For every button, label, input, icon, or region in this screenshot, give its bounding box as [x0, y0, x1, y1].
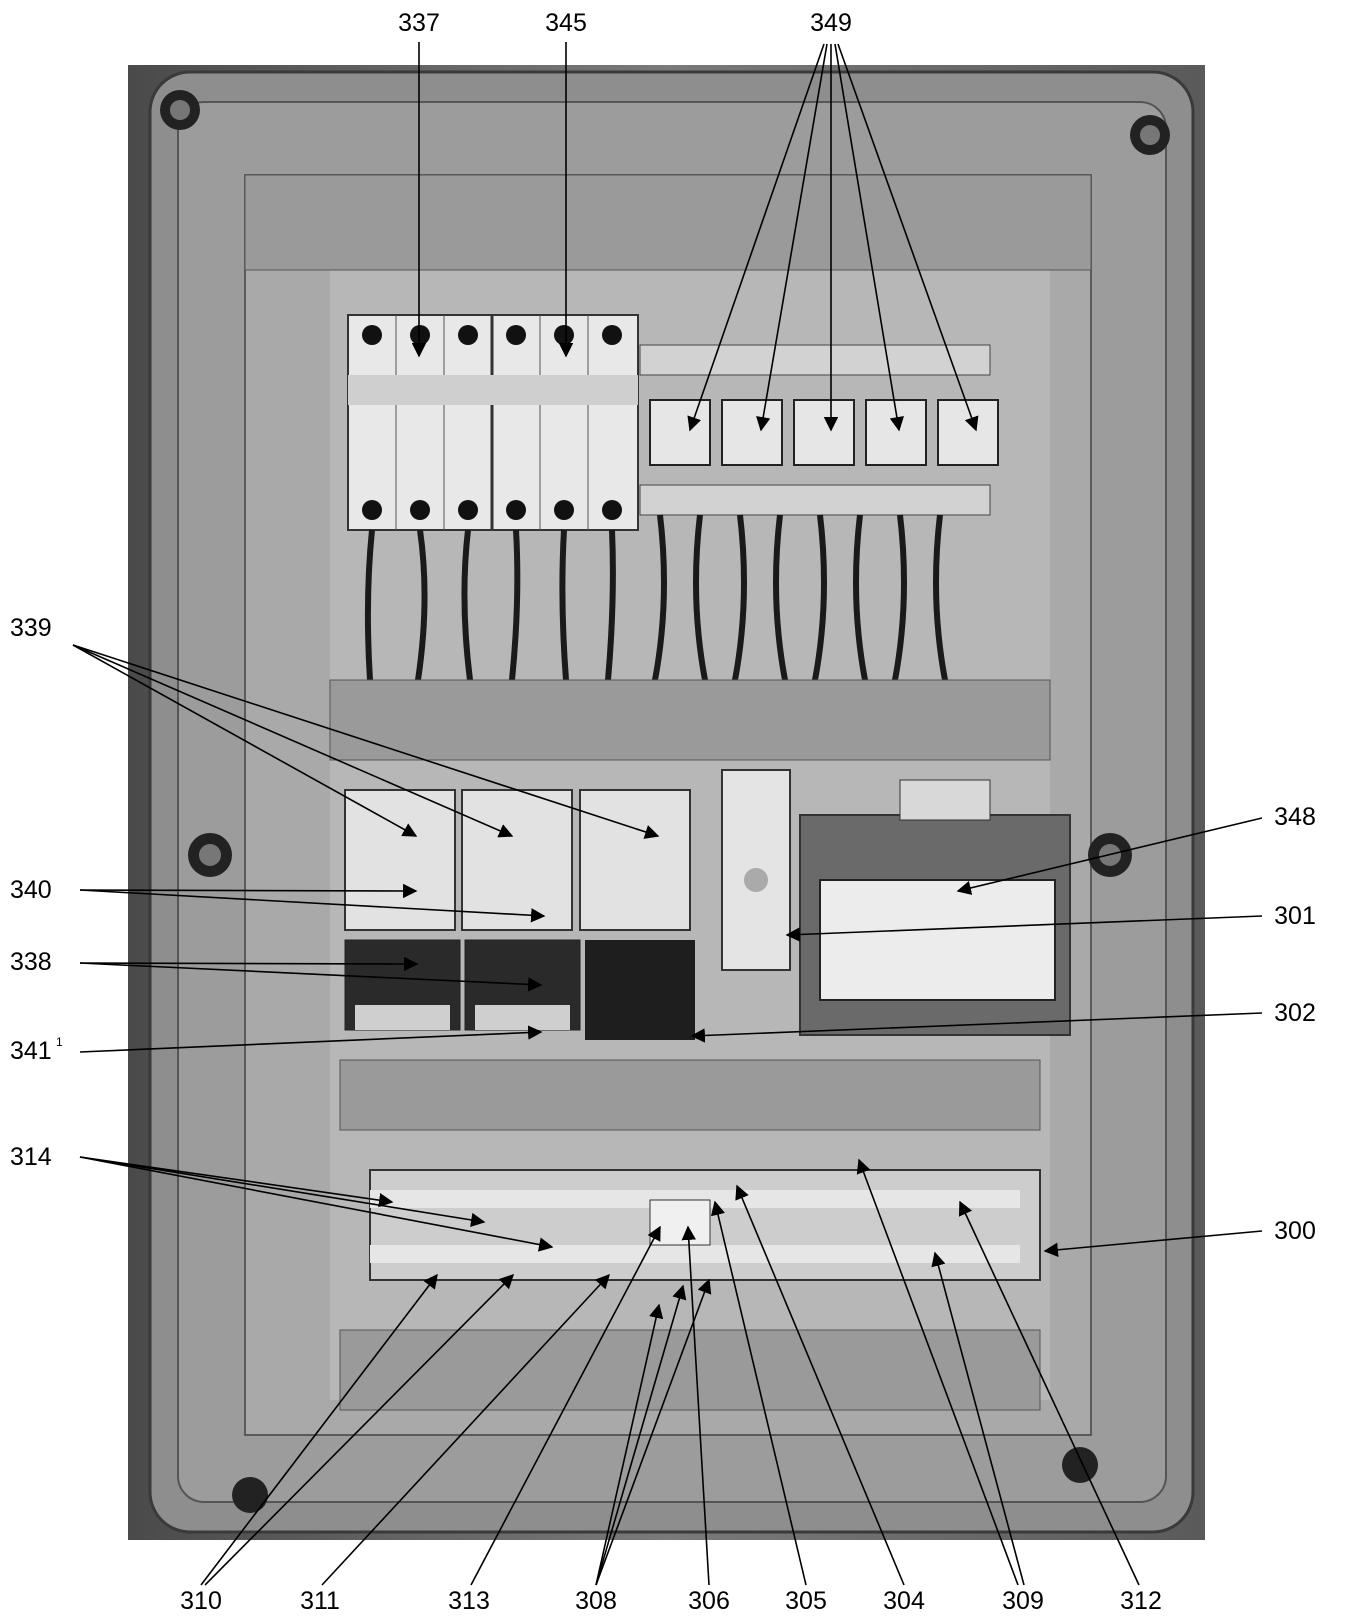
label-300: 300 [1274, 1217, 1316, 1245]
leader-340 [79, 889, 546, 923]
transformer [799, 779, 1071, 1036]
label-301: 301 [1274, 902, 1316, 930]
label-341: 341 [10, 1037, 52, 1065]
label-339: 339 [10, 614, 52, 642]
label-309: 309 [1002, 1587, 1044, 1615]
leader-339 [72, 644, 660, 839]
leader-lines [72, 42, 1263, 1586]
leader-308 [595, 1284, 687, 1586]
label-312: 312 [1120, 1587, 1162, 1615]
leader-300 [1043, 1230, 1263, 1257]
cabinet-photo [128, 65, 1205, 1540]
label-304: 304 [883, 1587, 925, 1615]
leader-349 [837, 43, 979, 432]
corner-screw [232, 1477, 268, 1513]
leader-310 [204, 1273, 515, 1586]
leader-313 [470, 1225, 661, 1586]
label-349: 349 [810, 9, 852, 37]
leader-312 [958, 1200, 1140, 1586]
bottom-duct [339, 1329, 1041, 1411]
circuit-breakers [347, 314, 639, 531]
leader-349 [756, 43, 828, 432]
label-338: 338 [10, 948, 52, 976]
relay-dial [744, 868, 768, 892]
reference-labels: 337 345 349 339 340 338 341 1 314 348 30… [10, 9, 1316, 1615]
label-306: 306 [688, 1587, 730, 1615]
label-313: 313 [448, 1587, 490, 1615]
label-308: 308 [575, 1587, 617, 1615]
corner-screw [199, 844, 221, 866]
leader-314 [79, 1156, 554, 1252]
label-302: 302 [1274, 999, 1316, 1027]
leader-309 [931, 1251, 1025, 1586]
leader-302 [690, 1012, 1263, 1043]
upper-wiring [364, 514, 948, 681]
label-341-superscript: 1 [56, 1035, 63, 1049]
fuse-terminal-strip [639, 344, 999, 516]
middle-duct-upper [329, 679, 1051, 761]
leader-306 [681, 1225, 710, 1586]
leader-308 [595, 1278, 712, 1586]
leader-341 [79, 1025, 543, 1053]
leader-339 [72, 644, 514, 838]
leader-309 [856, 1158, 1019, 1586]
contactors [344, 789, 695, 1040]
leader-314 [79, 1156, 486, 1228]
label-345: 345 [545, 9, 587, 37]
middle-duct-lower [339, 1059, 1041, 1131]
corner-screw [1140, 125, 1160, 145]
leader-301 [785, 915, 1263, 942]
label-310: 310 [180, 1587, 222, 1615]
leader-311 [321, 1273, 610, 1586]
corner-screw [170, 100, 190, 120]
terminal-blocks [369, 1169, 1041, 1281]
label-314: 314 [10, 1143, 52, 1171]
leader-304 [735, 1184, 905, 1586]
corner-screw [1062, 1447, 1098, 1483]
label-348: 348 [1274, 803, 1316, 831]
leader-308 [595, 1303, 664, 1586]
label-311: 311 [300, 1587, 340, 1615]
leader-310 [200, 1273, 438, 1586]
top-duct [244, 174, 1092, 271]
leader-349 [687, 43, 825, 432]
leader-338 [79, 956, 419, 972]
leader-305 [710, 1200, 807, 1586]
leader-340 [79, 883, 418, 899]
leader-349 [834, 43, 904, 432]
label-340: 340 [10, 876, 52, 904]
label-337: 337 [398, 9, 440, 37]
leader-314 [79, 1156, 394, 1208]
leader-338 [79, 962, 543, 992]
leader-348 [956, 817, 1263, 895]
label-305: 305 [785, 1587, 827, 1615]
leader-339 [72, 644, 418, 837]
